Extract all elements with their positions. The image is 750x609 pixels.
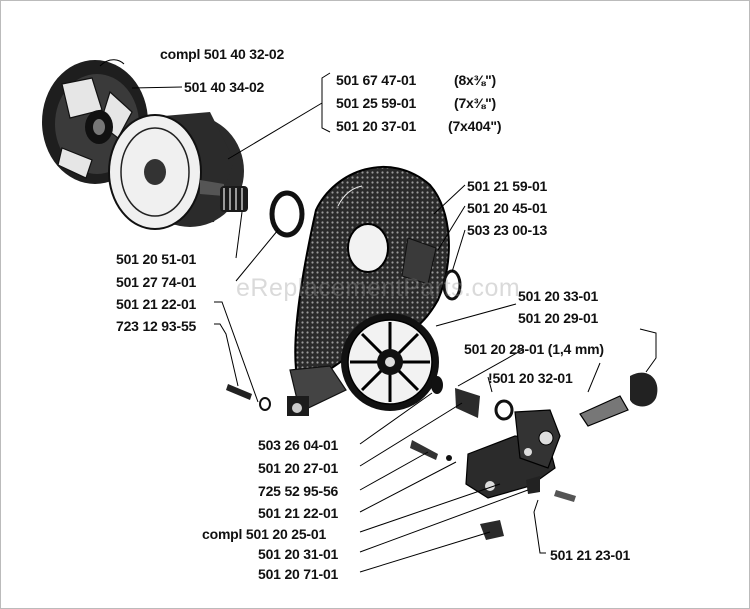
label-501-20-33-01: 501 20 33-01 [518,288,599,304]
label-501-21-59-01: 501 21 59-01 [467,178,548,194]
washer-ring [269,190,305,238]
label-501-40-34-02: 501 40 34-02 [184,79,265,95]
label-501-20-32-01: !501 20 32-01 [488,370,573,386]
oil-pump-body [465,409,561,499]
needle-bearing [220,186,248,212]
label-501-20-51-01: 501 20 51-01 [116,251,197,267]
label-compl-501-40-32-02: compl 501 40 32-02 [160,46,285,62]
label-503-26-04-01: 503 26 04-01 [258,437,339,453]
pump-piston [431,376,514,421]
label-501-67-47-01-spec: (8x⅜") [454,72,497,88]
label-723-12-93-55: 723 12 93-55 [116,318,197,334]
label-501-21-22-01-a: 501 21 22-01 [116,296,197,312]
label-501-20-37-01-spec: (7x404") [448,118,502,134]
label-501-20-29-01: 501 20 29-01 [518,310,599,326]
leader-lines [99,59,657,573]
label-501-20-28-01: 501 20 28-01 (1,4 mm) [464,341,604,357]
drive-sprocket [341,313,439,411]
label-501-25-59-01-spec: (7x⅜") [454,95,497,111]
adjusting-screw [579,372,658,427]
label-501-67-47-01: 501 67 47-01 [336,72,417,88]
label-501-25-59-01: 501 25 59-01 [336,95,417,111]
small-screws [226,384,576,540]
watermark: eReplacementParts.com [236,274,521,302]
label-725-52-95-56: 725 52 95-56 [258,483,339,499]
label-501-20-71-01: 501 20 71-01 [258,566,339,582]
label-501-20-31-01: 501 20 31-01 [258,546,339,562]
label-501-27-74-01: 501 27 74-01 [116,274,197,290]
label-503-23-00-13: 503 23 00-13 [467,222,548,238]
label-501-20-27-01: 501 20 27-01 [258,460,339,476]
label-501-20-45-01: 501 20 45-01 [467,200,548,216]
label-501-21-23-01: 501 21 23-01 [550,547,631,563]
label-compl-501-20-25-01: compl 501 20 25-01 [202,526,327,542]
clutch-cover [287,166,450,416]
clutch-drum [108,112,244,230]
label-501-20-37-01: 501 20 37-01 [336,118,417,134]
label-501-21-22-01-b: 501 21 22-01 [258,505,339,521]
